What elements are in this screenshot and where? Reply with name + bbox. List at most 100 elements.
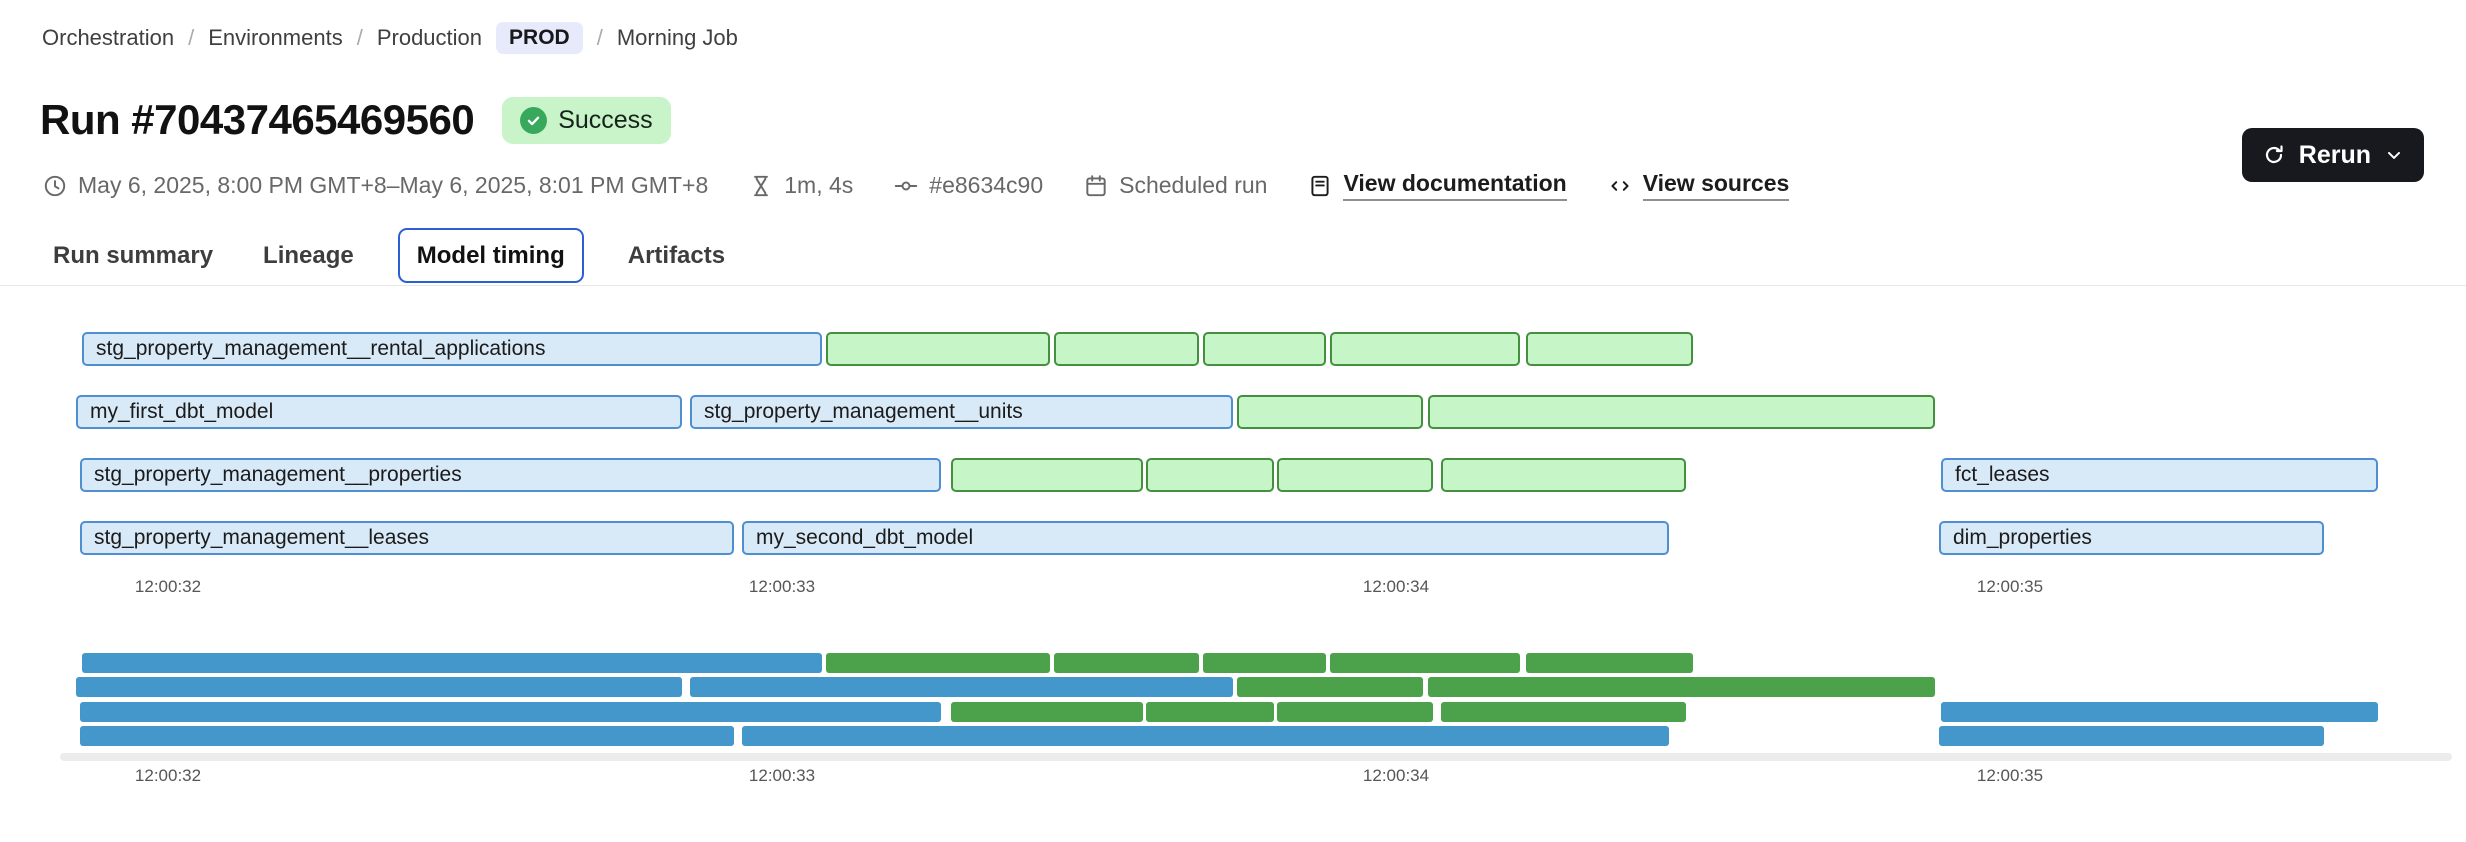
minimap-bar-stg-property-management-rental-applications[interactable] <box>82 653 822 673</box>
status-badge: Success <box>502 96 671 144</box>
time-tick-12-00-35: 12:00:35 <box>1976 577 2044 596</box>
commit-hash: #e8634c90 <box>893 172 1043 199</box>
view-sources-link-label: View sources <box>1642 170 1790 201</box>
minimap-bar[interactable] <box>1441 702 1686 722</box>
minimap-bar[interactable] <box>826 653 1050 673</box>
gantt-bar[interactable] <box>1237 395 1423 429</box>
run-time-range-label: May 6, 2025, 8:00 PM GMT+8–May 6, 2025, … <box>78 172 709 198</box>
tab-artifacts[interactable]: Artifacts <box>627 241 726 269</box>
page-title: Run #70437465469560 <box>40 96 475 143</box>
rerun-button[interactable]: Rerun <box>2241 128 2424 182</box>
gantt-bar-fct-leases[interactable]: fct_leases <box>1941 458 2378 492</box>
title-row: Run #70437465469560 Success <box>40 96 671 144</box>
gantt-bar[interactable] <box>1428 395 1935 429</box>
gantt-bar[interactable] <box>1203 332 1326 366</box>
gantt-bar-my-second-dbt-model[interactable]: my_second_dbt_model <box>742 521 1669 555</box>
status-badge-label: Success <box>558 105 653 134</box>
view-documentation-link-label: View documentation <box>1343 170 1567 201</box>
gantt-bar[interactable] <box>951 458 1143 492</box>
gantt-bar-my-first-dbt-model[interactable]: my_first_dbt_model <box>76 395 682 429</box>
gantt-bar[interactable] <box>826 332 1050 366</box>
minimap-bar[interactable] <box>1526 653 1693 673</box>
time-tick-12-00-33: 12:00:33 <box>748 766 816 785</box>
gantt-bar-label: stg_property_management__leases <box>94 526 430 549</box>
minimap-bar[interactable] <box>1237 677 1423 697</box>
minimap-bar-fct-leases[interactable] <box>1941 702 2378 722</box>
run-time-range: May 6, 2025, 8:00 PM GMT+8–May 6, 2025, … <box>42 172 708 199</box>
refresh-icon <box>2262 143 2286 167</box>
view-sources-link[interactable]: View sources <box>1607 170 1790 201</box>
chevron-down-icon[interactable] <box>2384 145 2404 165</box>
tabs-divider <box>0 285 2466 286</box>
tabs: Run summary Lineage Model timing Artifacts <box>47 228 731 283</box>
minimap-bar[interactable] <box>1330 653 1520 673</box>
clock-icon <box>42 173 68 199</box>
gantt-bar-stg-property-management-rental-applications[interactable]: stg_property_management__rental_applicat… <box>82 332 822 366</box>
view-documentation-link[interactable]: View documentation <box>1307 170 1567 201</box>
breadcrumb-item-morning-job[interactable]: Morning Job <box>616 25 738 50</box>
minimap-bar[interactable] <box>951 702 1143 722</box>
run-meta: May 6, 2025, 8:00 PM GMT+8–May 6, 2025, … <box>42 170 1790 201</box>
gantt-bar[interactable] <box>1277 458 1433 492</box>
rerun-label: Rerun <box>2298 140 2371 169</box>
minimap-bar-my-first-dbt-model[interactable] <box>76 677 682 697</box>
code-icon <box>1607 173 1633 199</box>
gantt-bar[interactable] <box>1441 458 1686 492</box>
breadcrumb-separator: / <box>596 25 603 50</box>
gantt-bar-label: my_second_dbt_model <box>756 526 974 549</box>
minimap-bar[interactable] <box>1146 702 1274 722</box>
minimap-bar[interactable] <box>1277 702 1433 722</box>
minimap-bar-dim-properties[interactable] <box>1939 726 2324 746</box>
minimap-bar-stg-property-management-units[interactable] <box>690 677 1233 697</box>
minimap-bar-stg-property-management-leases[interactable] <box>80 726 734 746</box>
minimap-bar-stg-property-management-properties[interactable] <box>80 702 941 722</box>
gantt-bar-stg-property-management-leases[interactable]: stg_property_management__leases <box>80 521 734 555</box>
time-tick-12-00-34: 12:00:34 <box>1362 577 1430 596</box>
gantt-bar-label: fct_leases <box>1955 463 2050 486</box>
env-badge: PROD <box>496 22 583 54</box>
gantt-bar-label: dim_properties <box>1953 526 2092 549</box>
tab-lineage[interactable]: Lineage <box>263 241 354 269</box>
breadcrumb-item-orchestration[interactable]: Orchestration <box>42 25 175 50</box>
breadcrumb-separator: / <box>356 25 363 50</box>
gantt-bar-label: stg_property_management__properties <box>94 463 462 486</box>
gantt-bar[interactable] <box>1330 332 1520 366</box>
tab-run-summary[interactable]: Run summary <box>53 241 214 269</box>
time-tick-12-00-34: 12:00:34 <box>1362 766 1430 785</box>
minimap-bar-my-second-dbt-model[interactable] <box>742 726 1669 746</box>
breadcrumb-item-production[interactable]: Production <box>376 25 483 50</box>
gantt-bar-stg-property-management-properties[interactable]: stg_property_management__properties <box>80 458 941 492</box>
calendar-icon <box>1083 173 1109 199</box>
minimap-bar[interactable] <box>1428 677 1935 697</box>
time-tick-12-00-33: 12:00:33 <box>748 577 816 596</box>
commit-hash-label: #e8634c90 <box>929 172 1044 198</box>
time-tick-12-00-32: 12:00:32 <box>134 766 202 785</box>
breadcrumb: Orchestration / Environments / Production PRO… <box>42 22 738 54</box>
run-duration: 1m, 4s <box>748 172 853 199</box>
run-trigger-label: Scheduled run <box>1119 172 1268 198</box>
gantt-bar-label: my_first_dbt_model <box>90 400 274 423</box>
gantt-bar-stg-property-management-units[interactable]: stg_property_management__units <box>690 395 1233 429</box>
gantt-bar[interactable] <box>1054 332 1199 366</box>
tab-model-timing[interactable]: Model timing <box>397 228 584 283</box>
success-check-icon <box>520 106 548 134</box>
breadcrumb-item-environments[interactable]: Environments <box>208 25 343 50</box>
gantt-bar[interactable] <box>1146 458 1274 492</box>
minimap-bar[interactable] <box>1054 653 1199 673</box>
gantt-bar[interactable] <box>1526 332 1693 366</box>
time-tick-12-00-35: 12:00:35 <box>1976 766 2044 785</box>
minimap-brush-track[interactable] <box>60 753 2452 761</box>
run-duration-label: 1m, 4s <box>784 172 854 198</box>
document-icon <box>1307 173 1333 199</box>
minimap-bar[interactable] <box>1203 653 1326 673</box>
breadcrumb-separator: / <box>188 25 195 50</box>
gantt-bar-label: stg_property_management__rental_applicat… <box>96 337 546 360</box>
gantt-bar-dim-properties[interactable]: dim_properties <box>1939 521 2324 555</box>
gantt-bar-label: stg_property_management__units <box>704 400 1023 423</box>
hourglass-icon <box>748 173 774 199</box>
